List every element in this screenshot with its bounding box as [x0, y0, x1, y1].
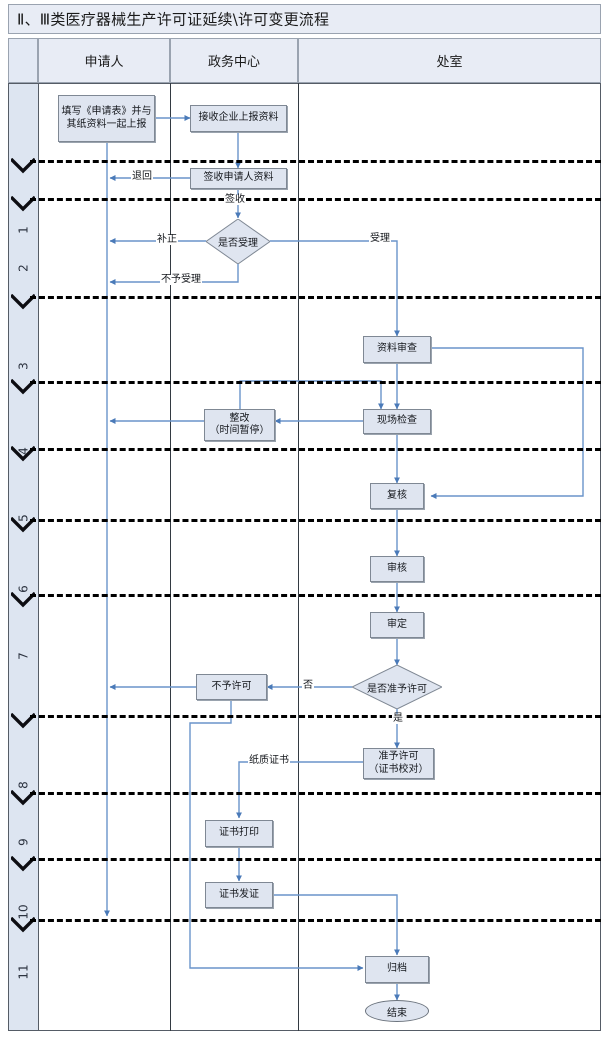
header-lane-gov-center: 政务中心 — [170, 38, 298, 83]
node-rectify[interactable]: 整改 （时间暂停） — [204, 409, 275, 441]
edge-label-no: 否 — [302, 680, 314, 691]
stage-chevron-9 — [11, 790, 35, 806]
stage-separator-11 — [30, 919, 601, 922]
stage-number-1: 1 — [16, 226, 31, 234]
stage-separator-7 — [30, 594, 601, 597]
flow-body-frame — [8, 83, 601, 1031]
node-print-cert[interactable]: 证书打印 — [205, 820, 273, 847]
node-examine[interactable]: 审核 — [370, 556, 424, 582]
node-archive[interactable]: 归档 — [365, 956, 429, 983]
node-accept-decision-label: 是否受理 — [218, 238, 258, 249]
stage-separator-1 — [30, 160, 601, 163]
edge-label-yes: 是 — [392, 713, 404, 724]
node-permit-decision-label: 是否准予许可 — [367, 683, 427, 695]
lane-divider-stage — [38, 83, 39, 1031]
edge-label-return: 退回 — [131, 171, 153, 182]
stage-chevron-8 — [11, 713, 35, 729]
edge-label-signed: 签收 — [224, 194, 246, 205]
stage-chevron-6 — [11, 517, 35, 533]
stage-separator-9 — [30, 792, 601, 795]
stage-separator-10 — [30, 858, 601, 861]
stage-number-column: 1 2 3 4 5 6 7 8 9 10 11 — [9, 84, 38, 1030]
header-lane-department: 处室 — [298, 38, 601, 83]
edge-label-paper-cert: 纸质证书 — [248, 755, 290, 766]
node-end[interactable]: 结束 — [365, 1000, 429, 1022]
node-re-review[interactable]: 复核 — [370, 483, 424, 509]
header-lane-applicant: 申请人 — [38, 38, 170, 83]
stage-chevron-5 — [11, 446, 35, 462]
edge-label-not-accept: 不予受理 — [160, 274, 202, 285]
stage-chevron-11 — [11, 917, 35, 933]
stage-chevron-1 — [11, 158, 35, 174]
stage-chevron-7 — [11, 592, 35, 608]
node-issue-cert[interactable]: 证书发证 — [205, 882, 273, 908]
header-stage-column — [8, 38, 38, 83]
node-approve-set[interactable]: 审定 — [370, 612, 424, 638]
stage-chevron-4 — [11, 379, 35, 395]
stage-number-3: 3 — [16, 362, 31, 370]
stage-separator-2 — [30, 198, 601, 201]
node-grant-permit[interactable]: 准予许可 （证书校对） — [363, 748, 434, 779]
stage-separator-6 — [30, 519, 601, 522]
chart-title-bar: Ⅱ、Ⅲ类医疗器械生产许可证延续\许可变更流程 — [8, 4, 601, 34]
stage-separator-5 — [30, 448, 601, 451]
node-accept-decision[interactable]: 是否受理 — [206, 219, 270, 264]
stage-separator-4 — [30, 381, 601, 384]
node-site-check[interactable]: 现场检查 — [363, 409, 431, 434]
page-title: Ⅱ、Ⅲ类医疗器械生产许可证延续\许可变更流程 — [17, 10, 330, 29]
stage-separator-3 — [30, 296, 601, 299]
node-fill-form[interactable]: 填写《申请表》并与其纸资料一起上报 — [58, 95, 155, 142]
node-doc-review[interactable]: 资料审查 — [363, 336, 431, 363]
node-sign-docs[interactable]: 签收申请人资料 — [190, 168, 287, 189]
stage-number-9: 9 — [16, 838, 31, 846]
stage-separator-8 — [30, 715, 601, 718]
edge-label-correct: 补正 — [156, 234, 178, 245]
stage-number-2: 2 — [16, 264, 31, 272]
lane-divider-applicant — [170, 83, 171, 1031]
node-no-permit[interactable]: 不予许可 — [196, 674, 267, 700]
lane-divider-gov-center — [298, 83, 299, 1031]
edge-label-accept: 受理 — [369, 233, 391, 244]
node-permit-decision[interactable]: 是否准予许可 — [352, 665, 442, 709]
node-receive-docs[interactable]: 接收企业上报资料 — [190, 105, 287, 132]
stage-chevron-2 — [11, 196, 35, 212]
lane-header-row: 申请人 政务中心 处室 — [8, 38, 601, 83]
stage-chevron-3 — [11, 294, 35, 310]
stage-number-7: 7 — [16, 652, 31, 660]
stage-number-11: 11 — [16, 964, 31, 980]
stage-chevron-10 — [11, 856, 35, 872]
